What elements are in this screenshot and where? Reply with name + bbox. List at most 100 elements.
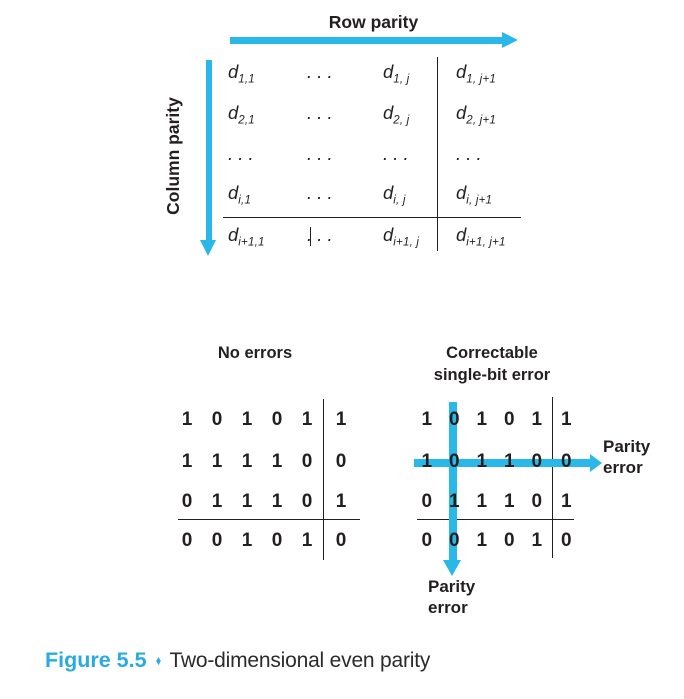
correctable-title-line1: Correctable	[446, 344, 538, 362]
matrix-cell-r1c4: d1, j+1	[456, 61, 496, 86]
correctable-title: Correctable single-bit error	[392, 343, 592, 386]
matrix-cell-r3c1: . . .	[228, 143, 254, 164]
bit: 1	[241, 530, 253, 551]
bit: 0	[560, 530, 572, 551]
matrix-cell-r3c3: . . .	[383, 143, 409, 164]
matrix-cell-r3c2: . . .	[307, 143, 333, 164]
bit: 1	[560, 409, 572, 430]
bit: 1	[531, 409, 543, 430]
matrix-cell-r1c2: . . .	[307, 61, 333, 82]
row-parity-label: Row parity	[328, 12, 419, 32]
caption-diamond-icon: ♦	[155, 653, 161, 668]
caption-text: Two-dimensional even parity	[169, 649, 431, 672]
bit: 1	[476, 451, 488, 472]
bit: 0	[448, 409, 460, 430]
bit: 0	[271, 530, 283, 551]
matrix-cell-r4c2: . . .	[307, 182, 333, 203]
bit: 1	[211, 451, 223, 472]
bit: 0	[181, 491, 193, 512]
bit: 1	[241, 451, 253, 472]
bit: 0	[335, 530, 347, 551]
bit: 1	[503, 451, 515, 472]
bit: 1	[421, 409, 433, 430]
bit: 0	[560, 451, 572, 472]
bit: 1	[211, 491, 223, 512]
matrix-cell-r4c3: di, j	[383, 182, 406, 207]
column-parity-arrowhead	[200, 240, 216, 256]
column-parity-arrow	[205, 60, 212, 241]
bit: 0	[181, 530, 193, 551]
bit: 1	[271, 451, 283, 472]
matrix-cell-r1c1: d1,1	[228, 61, 255, 86]
bit: 1	[301, 530, 313, 551]
bit: 1	[421, 451, 433, 472]
bit: 1	[181, 409, 193, 430]
matrix-cell-r2c3: d2, j	[383, 102, 410, 127]
bit: 0	[531, 491, 543, 512]
bit: 1	[335, 409, 347, 430]
bit: 0	[301, 451, 313, 472]
bit: 1	[271, 491, 283, 512]
parity-row-divider-right	[417, 519, 574, 521]
matrix-cell-r5c1: di+1,1	[228, 224, 265, 249]
parity-error-label-row: Parity error	[603, 437, 650, 478]
bit: 0	[503, 530, 515, 551]
matrix-cell-r1c3: d1, j	[383, 61, 410, 86]
bit: 0	[211, 409, 223, 430]
stray-mark	[310, 227, 312, 246]
matrix-cell-r2c4: d2, j+1	[456, 102, 496, 127]
parity-row-divider-left	[178, 519, 360, 521]
row-parity-error-arrow	[414, 458, 590, 467]
row-parity-arrow	[230, 37, 504, 44]
bit: 1	[335, 491, 347, 512]
bit: 1	[301, 409, 313, 430]
bit: 1	[241, 409, 253, 430]
bit: 1	[448, 491, 460, 512]
correctable-title-line2: single-bit error	[433, 365, 551, 384]
column-parity-error-arrow	[448, 402, 457, 560]
bit: 0	[421, 530, 433, 551]
parity-error-col-line2: error	[428, 597, 468, 617]
bit: 0	[503, 409, 515, 430]
bit: 0	[271, 409, 283, 430]
bit: 0	[211, 530, 223, 551]
parity-column-divider-left	[323, 399, 325, 560]
bit: 0	[421, 491, 433, 512]
row-parity-error-arrowhead	[590, 453, 602, 472]
parity-error-row-line1: Parity	[603, 437, 651, 456]
bit: 1	[503, 491, 515, 512]
bit: 1	[476, 409, 488, 430]
matrix-cell-r5c3: di+1, j	[383, 224, 420, 249]
matrix-parity-row-divider	[223, 217, 521, 219]
parity-error-label-col: Parity error	[428, 577, 475, 618]
matrix-cell-r3c4: . . .	[456, 143, 482, 164]
parity-error-col-line1: Parity	[428, 577, 476, 596]
matrix-cell-r4c1: di,1	[228, 182, 252, 207]
bit: 0	[531, 451, 543, 472]
row-parity-arrowhead	[502, 31, 518, 48]
matrix-cell-r5c2: . . .	[307, 224, 333, 245]
column-parity-label: Column parity	[163, 97, 183, 215]
parity-error-row-line2: error	[603, 457, 643, 477]
bit: 1	[181, 451, 193, 472]
bit: 1	[531, 530, 543, 551]
bit: 1	[560, 491, 572, 512]
flipped-bit: 0	[448, 451, 460, 472]
bit: 0	[448, 530, 460, 551]
figure-number: Figure 5.5	[45, 648, 147, 672]
figure-caption: Figure 5.5 ♦ Two-dimensional even parity	[45, 648, 430, 673]
bit: 0	[301, 491, 313, 512]
matrix-cell-r4c4: di, j+1	[456, 182, 493, 207]
bit: 1	[476, 530, 488, 551]
matrix-parity-column-divider	[437, 57, 439, 251]
no-errors-title: No errors	[217, 344, 293, 362]
bit: 1	[476, 491, 488, 512]
